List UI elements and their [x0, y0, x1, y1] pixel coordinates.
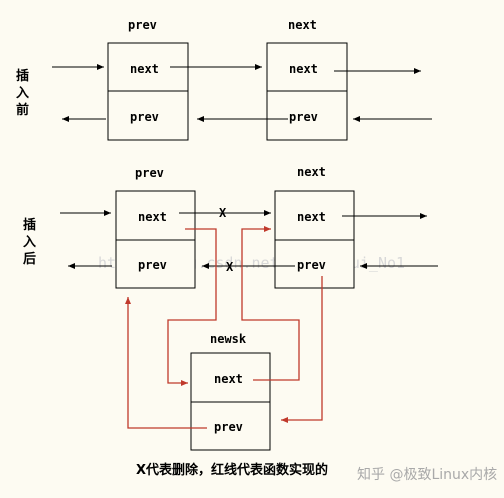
watermark-brand: 知乎 @极致Linux内核 — [357, 466, 497, 483]
before-side-label-1: 插 — [16, 68, 29, 84]
after-next-node-title: next — [297, 165, 326, 179]
before-prev-node-next-field: next — [130, 62, 159, 76]
after-next-node-prev-field: prev — [297, 258, 326, 272]
before-next-node-next-field: next — [289, 62, 318, 76]
before-prev-node: next prev — [107, 42, 189, 141]
newsk-node: next prev — [190, 352, 271, 451]
before-prev-node-prev-field: prev — [130, 110, 159, 124]
deleted-prev-mark: X — [226, 260, 234, 274]
deleted-next-mark: X — [219, 206, 227, 220]
caption: X代表删除，红线代表函数实现的 — [136, 462, 328, 478]
before-next-node-prev-field: prev — [289, 110, 318, 124]
newsk-node-next-field: next — [214, 372, 243, 386]
after-side-label-2: 入 — [23, 235, 36, 250]
newsk-node-title: newsk — [210, 332, 247, 346]
after-side-label-3: 后 — [23, 251, 36, 267]
red-newsk-next-to-next-arrow — [241, 226, 300, 381]
before-side-label-2: 入 — [16, 86, 29, 101]
before-next-node-title: next — [288, 18, 317, 32]
red-next-prev-to-newsk-arrow — [281, 276, 323, 423]
before-side-label-3: 前 — [16, 102, 29, 118]
before-next-node: next prev — [266, 42, 348, 141]
after-prev-node-next-field: next — [138, 210, 167, 224]
red-newsk-prev-to-prev-arrow — [125, 297, 207, 429]
after-side-label-1: 插 — [23, 217, 36, 233]
newsk-node-prev-field: prev — [214, 420, 243, 434]
after-next-node: next prev — [274, 190, 355, 289]
after-prev-node-title: prev — [135, 166, 164, 180]
after-next-node-next-field: next — [297, 210, 326, 224]
red-prev-next-to-newsk-arrow — [167, 228, 217, 386]
before-prev-node-title: prev — [128, 18, 157, 32]
after-prev-node: next prev — [115, 190, 196, 289]
after-prev-node-prev-field: prev — [138, 258, 167, 272]
